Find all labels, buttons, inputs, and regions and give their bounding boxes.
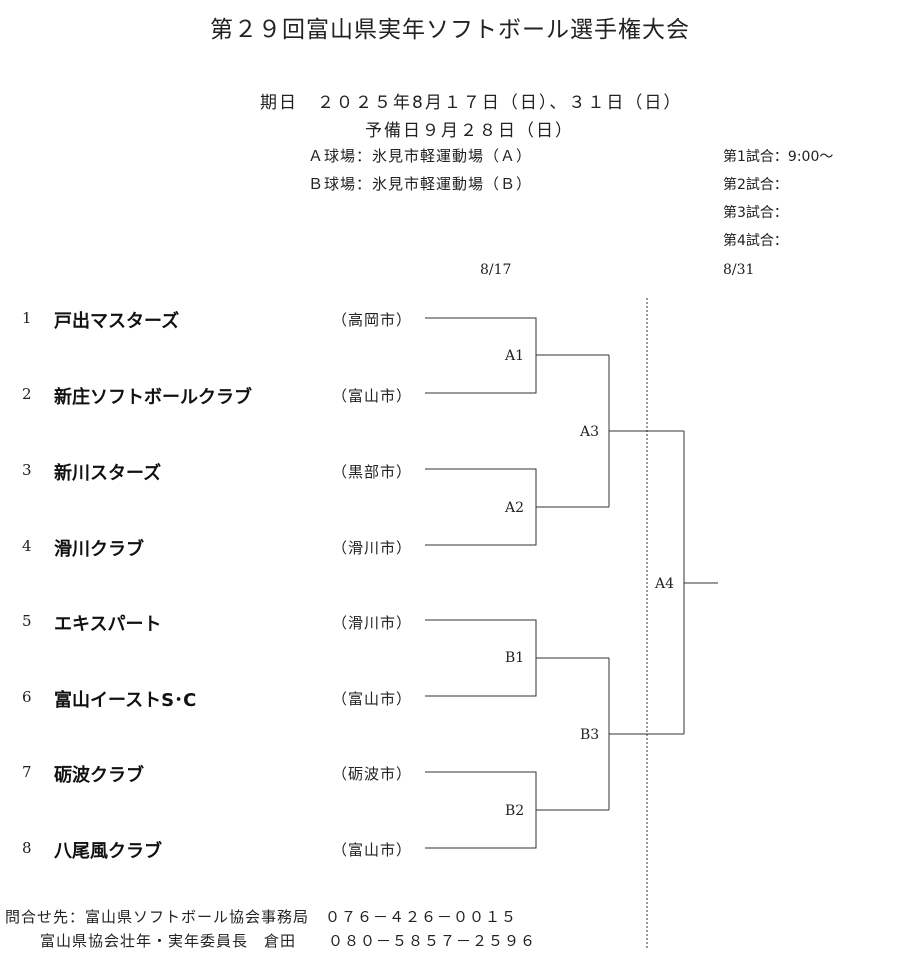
team-city: （富山市） <box>332 690 413 708</box>
game-label-b1: B1 <box>505 650 525 666</box>
venue-b: Ｂ球場：氷見市軽運動場（Ｂ） <box>308 175 533 193</box>
game-label-a1: A1 <box>505 348 525 364</box>
team-city: （黒部市） <box>332 463 413 481</box>
schedule-game-1: 第1試合：9:00～ <box>723 146 833 166</box>
game-label-a3: A3 <box>580 424 600 440</box>
team-name: エキスパート <box>54 614 162 635</box>
team-name: 八尾風クラブ <box>54 841 162 862</box>
schedule-label: 第1試合： <box>723 149 788 165</box>
team-name: 新庄ソフトボールクラブ <box>54 387 252 408</box>
team-name: 富山イーストS･C <box>54 690 197 711</box>
game-label-a2: A2 <box>505 500 525 516</box>
page-title: 第２９回富山県実年ソフトボール選手権大会 <box>210 17 690 43</box>
schedule-label: 第4試合： <box>723 233 788 249</box>
team-number: 7 <box>22 763 32 781</box>
schedule-label: 第3試合： <box>723 205 788 221</box>
round-date-1: 8/17 <box>480 262 512 278</box>
team-number: 4 <box>22 537 32 555</box>
team-city: （高岡市） <box>332 311 413 329</box>
team-name: 新川スターズ <box>54 463 162 484</box>
schedule-game-2: 第2試合： <box>723 174 788 194</box>
round-date-2: 8/31 <box>723 262 755 278</box>
team-number: 2 <box>22 385 32 403</box>
team-city: （砺波市） <box>332 765 413 783</box>
bracket-line-a2 <box>425 468 609 546</box>
contact-office: 問合せ先：富山県ソフトボール協会事務局 ０７６－４２６－００１５ <box>5 908 518 926</box>
team-number: 1 <box>22 309 32 327</box>
venue-a: Ａ球場：氷見市軽運動場（Ａ） <box>308 147 533 165</box>
game-label-a4: A4 <box>655 576 675 592</box>
team-city: （富山市） <box>332 387 413 405</box>
bracket-line-b1 <box>425 619 609 697</box>
game-label-b2: B2 <box>505 803 525 819</box>
team-name: 砺波クラブ <box>54 765 144 786</box>
bracket-line-final <box>683 431 718 734</box>
contact-chair: 富山県協会壮年・実年委員長 倉田 ０８０－５８５７－２５９６ <box>40 932 537 950</box>
team-city: （富山市） <box>332 841 413 859</box>
team-name: 滑川クラブ <box>54 539 144 560</box>
schedule-game-3: 第3試合： <box>723 202 788 222</box>
team-city: （滑川市） <box>332 539 413 557</box>
team-name: 戸出マスターズ <box>54 311 180 332</box>
team-number: 3 <box>22 461 32 479</box>
team-number: 6 <box>22 688 32 706</box>
bracket-line-b2 <box>425 771 609 849</box>
schedule-label: 第2試合： <box>723 177 788 193</box>
event-date: 期日 ２０２５年8月１７日（日）、３１日（日） <box>260 93 683 113</box>
reserve-date: 予備日９月２８日（日） <box>365 121 574 141</box>
schedule-time: 9:00～ <box>787 149 834 165</box>
bracket-line-a1 <box>425 317 609 394</box>
game-label-b3: B3 <box>580 727 600 743</box>
team-city: （滑川市） <box>332 614 413 632</box>
schedule-game-4: 第4試合： <box>723 230 788 250</box>
team-number: 5 <box>22 612 32 630</box>
team-number: 8 <box>22 839 32 857</box>
